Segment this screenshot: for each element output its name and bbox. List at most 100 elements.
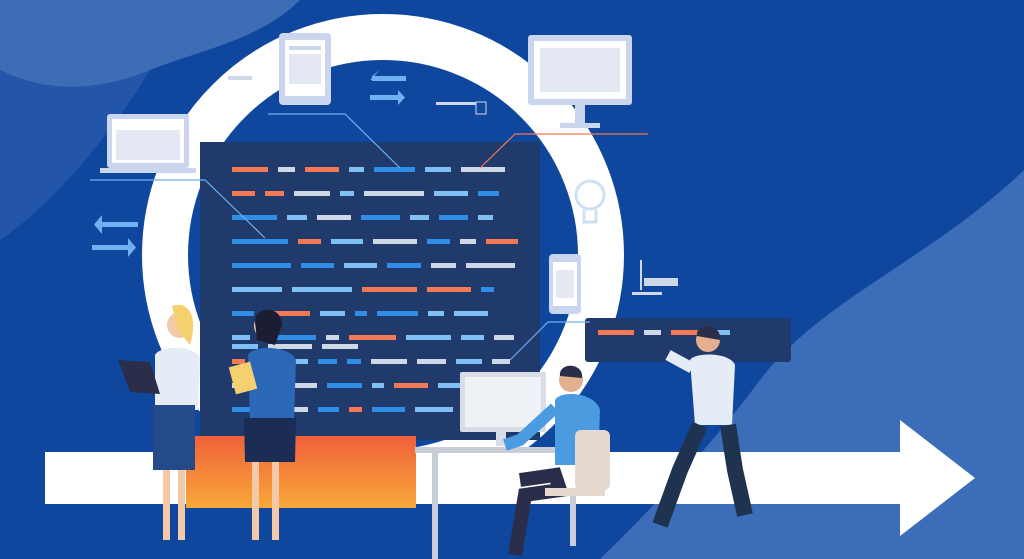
code-token xyxy=(410,215,429,220)
code-token xyxy=(461,167,505,172)
code-token xyxy=(492,359,510,364)
blob-left xyxy=(0,70,150,240)
code-token xyxy=(232,344,258,349)
code-token xyxy=(478,215,493,220)
code-token xyxy=(466,263,515,268)
code-token xyxy=(434,191,468,196)
code-token xyxy=(415,407,453,412)
monitor-icon xyxy=(528,35,632,128)
code-token xyxy=(318,407,339,412)
code-token xyxy=(371,359,407,364)
code-token xyxy=(331,239,363,244)
code-token xyxy=(232,263,291,268)
code-token xyxy=(481,287,494,292)
code-token xyxy=(427,287,471,292)
code-token xyxy=(292,407,308,412)
man-presenting xyxy=(652,325,753,528)
code-token xyxy=(278,167,295,172)
code-token xyxy=(298,239,321,244)
blob-top-left xyxy=(0,0,300,87)
code-token xyxy=(372,407,405,412)
code-token xyxy=(344,263,377,268)
connector-lines xyxy=(90,113,590,361)
code-token xyxy=(387,263,421,268)
code-token xyxy=(326,335,339,340)
code-token xyxy=(349,167,364,172)
code-tooltip xyxy=(585,318,791,362)
process-arrow xyxy=(45,420,975,536)
code-token xyxy=(317,215,351,220)
code-token xyxy=(361,215,400,220)
code-token xyxy=(347,359,361,364)
tooltip-code-lines xyxy=(232,330,730,349)
code-token xyxy=(486,239,518,244)
code-token xyxy=(322,344,358,349)
code-token xyxy=(232,239,288,244)
code-token xyxy=(327,383,362,388)
code-token xyxy=(598,330,634,335)
smartphone-icon xyxy=(549,254,581,314)
code-token xyxy=(439,215,468,220)
code-token xyxy=(438,383,466,388)
code-token xyxy=(318,359,337,364)
code-token xyxy=(461,335,484,340)
code-token xyxy=(349,335,396,340)
code-token xyxy=(425,167,451,172)
code-token xyxy=(362,287,417,292)
code-token xyxy=(715,330,730,335)
code-token xyxy=(320,311,345,316)
swap-arrows-icon xyxy=(92,70,406,257)
code-token xyxy=(377,311,418,316)
code-token xyxy=(417,359,446,364)
code-token xyxy=(494,335,514,340)
desk-with-computer xyxy=(415,372,565,559)
code-token xyxy=(364,191,424,196)
code-token xyxy=(232,407,257,412)
connector-orange xyxy=(479,133,648,169)
woman-with-folder xyxy=(228,309,296,540)
code-token xyxy=(373,239,417,244)
code-token xyxy=(232,215,277,220)
code-token xyxy=(349,407,362,412)
code-token xyxy=(232,287,282,292)
code-token xyxy=(406,335,451,340)
code-lines xyxy=(232,167,518,412)
code-token xyxy=(285,383,317,388)
laptop-icon xyxy=(100,114,196,173)
code-token xyxy=(644,330,661,335)
code-token xyxy=(460,239,476,244)
code-token xyxy=(260,335,316,340)
code-token xyxy=(232,359,245,364)
code-token xyxy=(268,344,312,349)
code-token xyxy=(232,335,250,340)
orange-platform xyxy=(186,436,416,508)
code-token xyxy=(427,239,450,244)
code-token xyxy=(265,191,284,196)
code-token xyxy=(355,311,367,316)
code-token xyxy=(305,167,339,172)
tablet-icon xyxy=(279,33,331,105)
code-token xyxy=(431,263,456,268)
lightbulb-icon xyxy=(574,179,606,224)
woman-with-laptop xyxy=(118,304,200,540)
code-token xyxy=(232,167,268,172)
code-token xyxy=(232,311,254,316)
code-token xyxy=(287,215,307,220)
code-token xyxy=(478,191,499,196)
code-token xyxy=(671,330,705,335)
code-token xyxy=(372,383,384,388)
code-token xyxy=(394,383,428,388)
man-at-desk xyxy=(503,365,610,557)
code-token xyxy=(264,311,310,316)
code-token xyxy=(454,311,488,316)
code-token xyxy=(301,263,334,268)
code-token xyxy=(340,191,354,196)
decor-dashes xyxy=(228,76,678,295)
code-token xyxy=(374,167,415,172)
code-token xyxy=(292,287,352,292)
code-token xyxy=(456,359,482,364)
code-token xyxy=(428,311,444,316)
code-token xyxy=(232,191,255,196)
code-token xyxy=(294,191,330,196)
